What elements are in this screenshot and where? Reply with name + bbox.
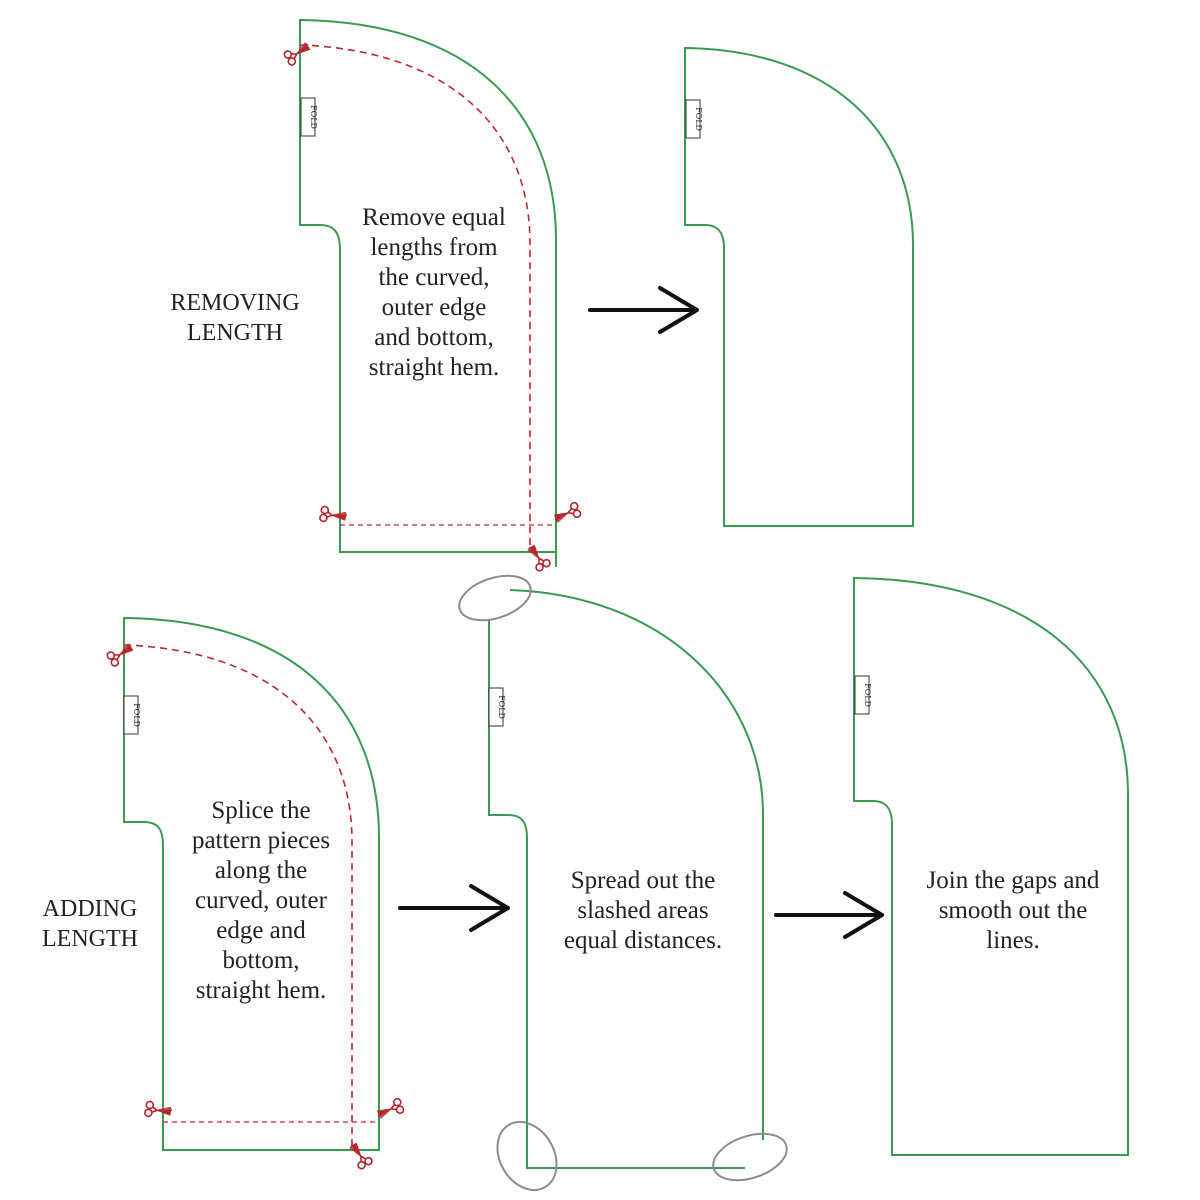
removing-length-section: REMOVING LENGTH FOLD Remove equal length… [170,18,914,573]
spread-instruction-line-3: equal distances. [564,927,722,954]
adding-instruction-line-6: bottom, [222,947,299,974]
join-fold-tag: FOLD [854,675,872,715]
removing-label-line1: REMOVING [170,290,299,316]
adding-label-line1: ADDING [43,896,138,922]
right-arrow-icon [588,286,699,334]
scissors-icon [143,1100,174,1122]
spread-left-piece-outline [488,620,558,1169]
adding-instruction-line-2: pattern pieces [192,827,330,854]
gap-marker-bottom-right [712,1132,788,1182]
removing-instruction-line-3: the curved, [378,264,489,291]
scissors-icon [318,505,349,527]
join-instruction-line-2: smooth out the [939,897,1088,924]
scissors-icon [105,640,138,669]
removing-instruction-line-6: straight hem. [369,354,500,381]
scissors-icon [282,39,315,68]
scissors-icon [524,540,553,573]
removing-result-fold-text: FOLD [694,107,703,131]
spread-pattern: FOLD Spread out the slashed areas equal … [458,574,788,1191]
adding-instruction-line-7: straight hem. [196,977,327,1004]
spread-instruction-line-2: slashed areas [577,897,708,924]
gap-marker-bottom-left [496,1121,558,1191]
spread-instruction-line-1: Spread out the [571,867,715,894]
removing-curve-cut-line [299,44,531,552]
gap-marker-top [458,574,532,622]
scissors-icon [346,1138,375,1171]
removing-fold-text: FOLD [309,105,318,129]
spread-fold-text: FOLD [497,695,506,719]
adding-fold-tag: FOLD [123,695,141,735]
removing-label-line2: LENGTH [187,320,283,346]
adding-curve-cut-line [123,644,353,1150]
removing-fold-tag: FOLD [300,97,318,137]
removing-instruction-line-4: outer edge [382,294,487,321]
spread-curve-piece-outline [509,589,764,1140]
adding-instruction-line-5: edge and [216,917,306,944]
join-result-pattern-outline [853,576,1129,1156]
removing-instruction: Remove equal lengths from the curved, ou… [362,204,506,381]
adding-instruction-line-4: curved, outer [195,887,328,914]
adding-original-pattern-outline [123,616,380,1151]
removing-instruction-line-5: and bottom, [374,324,493,351]
removing-original-pattern-outline [299,18,557,553]
removing-result-fold-tag: FOLD [685,99,703,139]
removing-result-pattern-outline [684,46,914,527]
adding-instruction: Splice the pattern pieces along the curv… [192,797,330,1004]
join-instruction-line-3: lines. [986,927,1039,954]
adding-length-section: ADDING LENGTH FOLD Splice the pattern pi… [42,574,1129,1191]
removing-instruction-line-1: Remove equal [362,204,506,231]
adding-instruction-line-1: Splice the [211,797,310,824]
adding-label-line2: LENGTH [42,926,138,952]
join-instruction-line-1: Join the gaps and [927,867,1100,894]
right-arrow-icon [774,891,884,939]
spread-fold-tag: FOLD [488,687,506,727]
join-fold-text: FOLD [863,683,872,707]
right-arrow-icon [398,884,510,932]
removing-instruction-line-2: lengths from [370,234,498,261]
adding-instruction-line-3: along the [215,857,307,884]
adding-fold-text: FOLD [132,703,141,727]
